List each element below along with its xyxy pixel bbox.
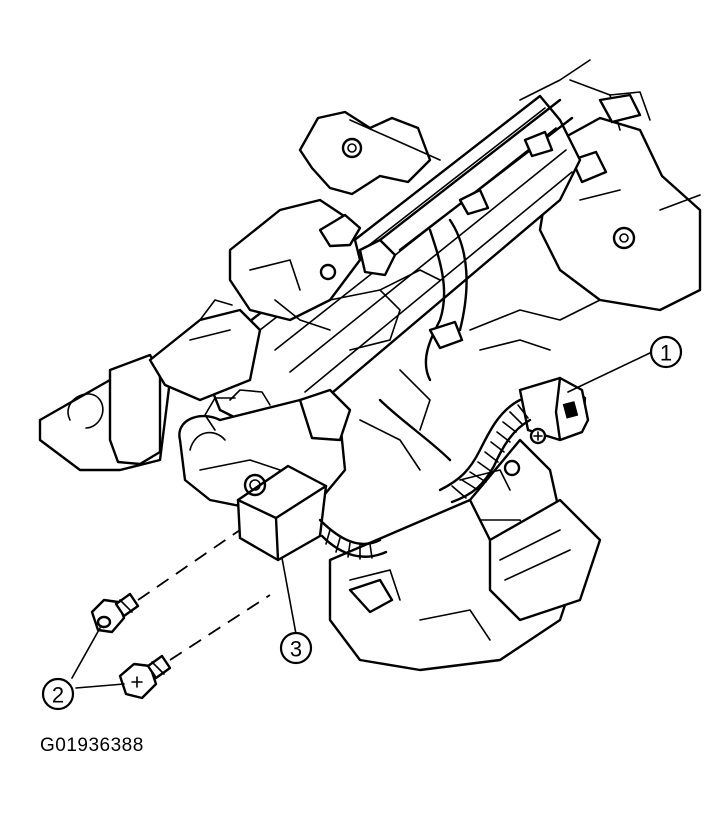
callout-3: 3 <box>279 631 313 665</box>
svg-text:2: 2 <box>52 683 64 708</box>
upper-bracket <box>298 59 702 312</box>
callout-2: 2 <box>41 677 75 711</box>
callout-1-component <box>438 376 590 504</box>
callout-2-screw-upper <box>90 592 140 634</box>
svg-text:1: 1 <box>660 341 672 366</box>
leader-lines <box>71 351 653 689</box>
lower-bracket <box>328 438 602 672</box>
wiring-harness <box>359 130 601 471</box>
figure-id: G01936388 <box>40 735 144 756</box>
column-left-end <box>38 299 262 472</box>
svg-text:3: 3 <box>290 637 302 662</box>
lock-housing <box>228 198 441 351</box>
callout-2-screw-lower <box>118 654 172 700</box>
installation-lines <box>137 529 271 661</box>
callout-1: 1 <box>649 335 683 369</box>
callout-3-component <box>236 464 388 562</box>
